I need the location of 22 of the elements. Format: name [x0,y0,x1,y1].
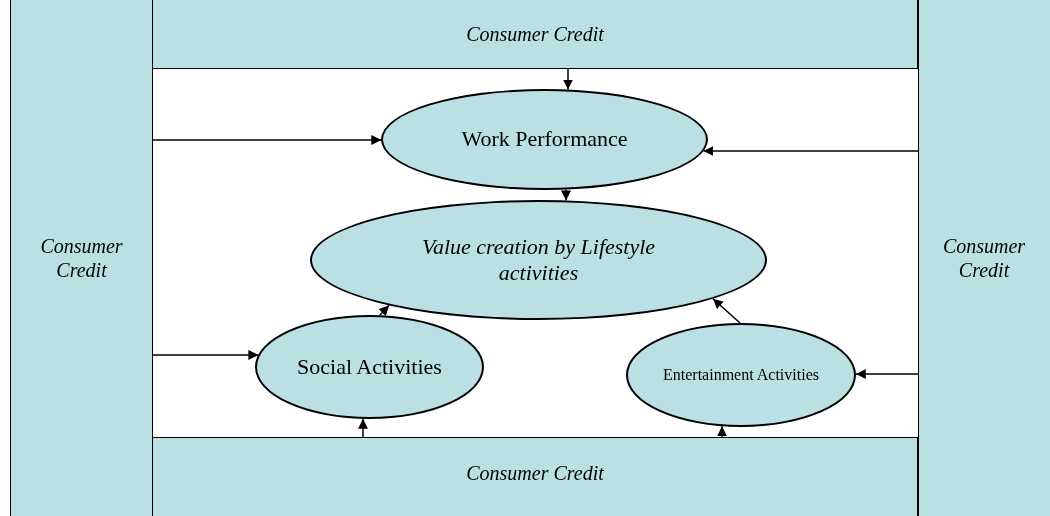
arrow [717,425,727,438]
credit-band [152,0,918,69]
arrow [358,418,368,438]
arrow [561,188,571,202]
arrow [563,68,573,91]
node-label: Consumer Credit [39,234,124,282]
arrow [712,297,741,324]
node-label: Consumer Credit [466,461,604,485]
node-label: Work Performance [461,126,628,153]
node-label: Consumer Credit [941,234,1027,282]
node-label: Entertainment Activities [663,365,819,385]
credit-band [918,0,1050,516]
arrow [702,146,920,156]
arrow [152,350,260,360]
credit-band [152,437,918,516]
node-label: Value creation by Lifestyle activities [420,233,657,287]
arrow [378,304,390,316]
node-label: Social Activities [297,353,442,381]
node-label: Consumer Credit [466,21,604,46]
credit-band [10,0,153,516]
arrow [151,135,383,145]
arrow [855,369,919,379]
